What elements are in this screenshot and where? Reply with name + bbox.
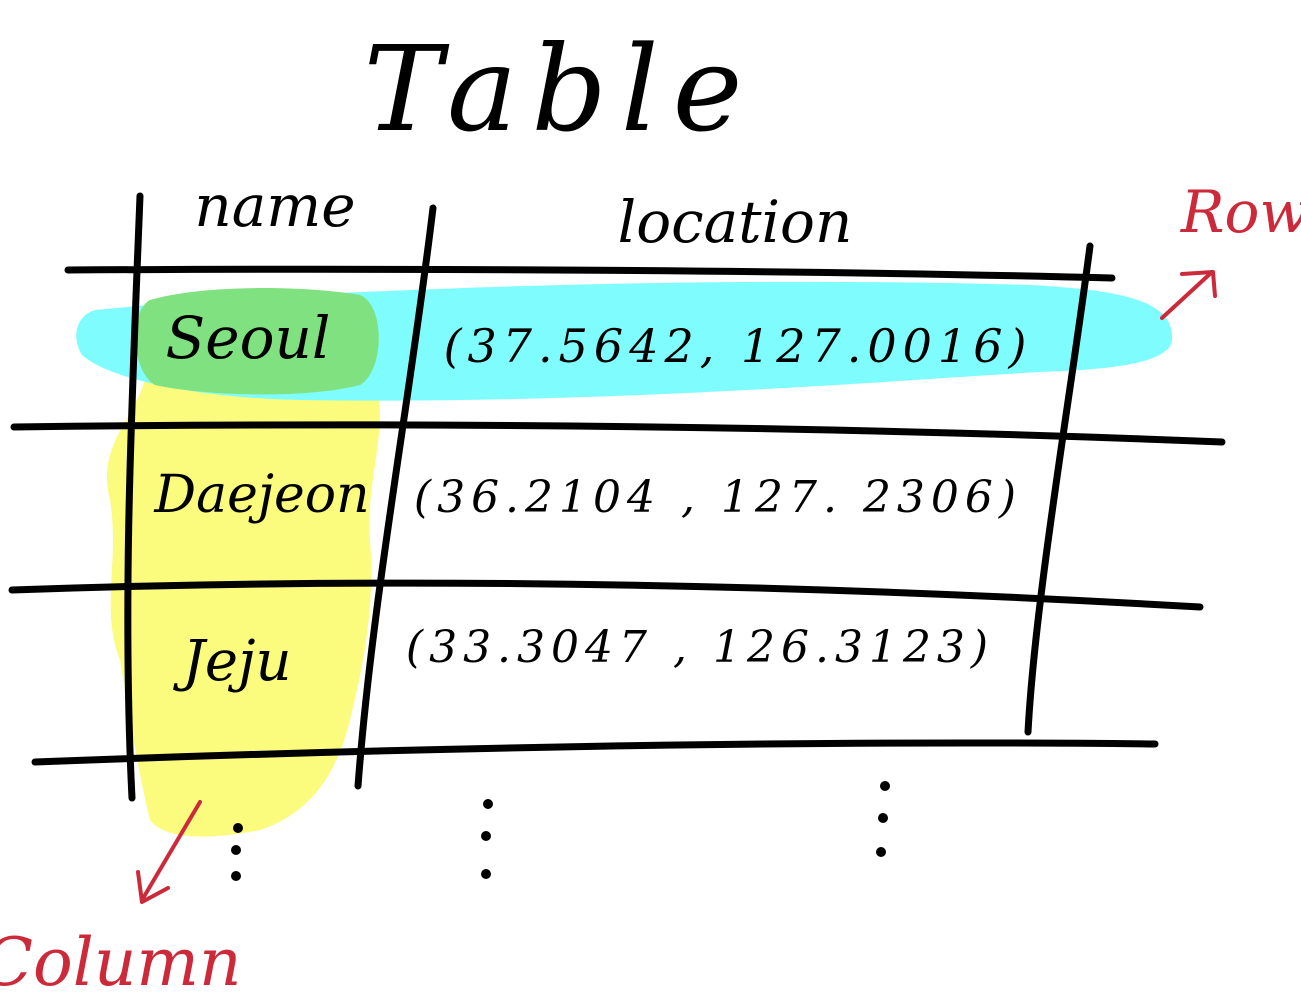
grid-line-h2 <box>10 421 1226 446</box>
grid-line-v3 <box>1024 242 1094 736</box>
column-highlight <box>106 346 380 837</box>
header-name: name <box>194 172 355 240</box>
cell-location-row2: (36.2104 , 127. 2306) <box>414 472 1022 523</box>
column-annotation-label: Column <box>0 924 241 1000</box>
header-location: location <box>618 188 853 256</box>
cell-name-row3: Jeju <box>172 629 291 694</box>
row-annotation-label: Row <box>1180 178 1301 246</box>
cell-name-row2: Daejeon <box>153 465 369 525</box>
column-arrow-icon <box>136 800 202 904</box>
ellipsis-column-name <box>231 823 243 881</box>
grid-line-h1 <box>64 265 1116 282</box>
ellipsis-column-location-right <box>876 781 890 857</box>
cell-name-row1: Seoul <box>166 304 331 372</box>
row-arrow-icon <box>1160 270 1217 320</box>
overlap-highlight <box>135 288 379 395</box>
diagram-title: Table <box>363 20 756 158</box>
cell-location-row3: (33.3047 , 126.3123) <box>406 622 994 673</box>
grid-line-v1 <box>124 192 144 802</box>
grid-line-h3 <box>8 579 1204 611</box>
ellipsis-column-location-left <box>481 799 493 879</box>
grid-line-h4 <box>31 739 1159 766</box>
grid-line-v2 <box>354 204 437 790</box>
cell-location-row1: (37.5642, 127.0016) <box>444 319 1033 373</box>
